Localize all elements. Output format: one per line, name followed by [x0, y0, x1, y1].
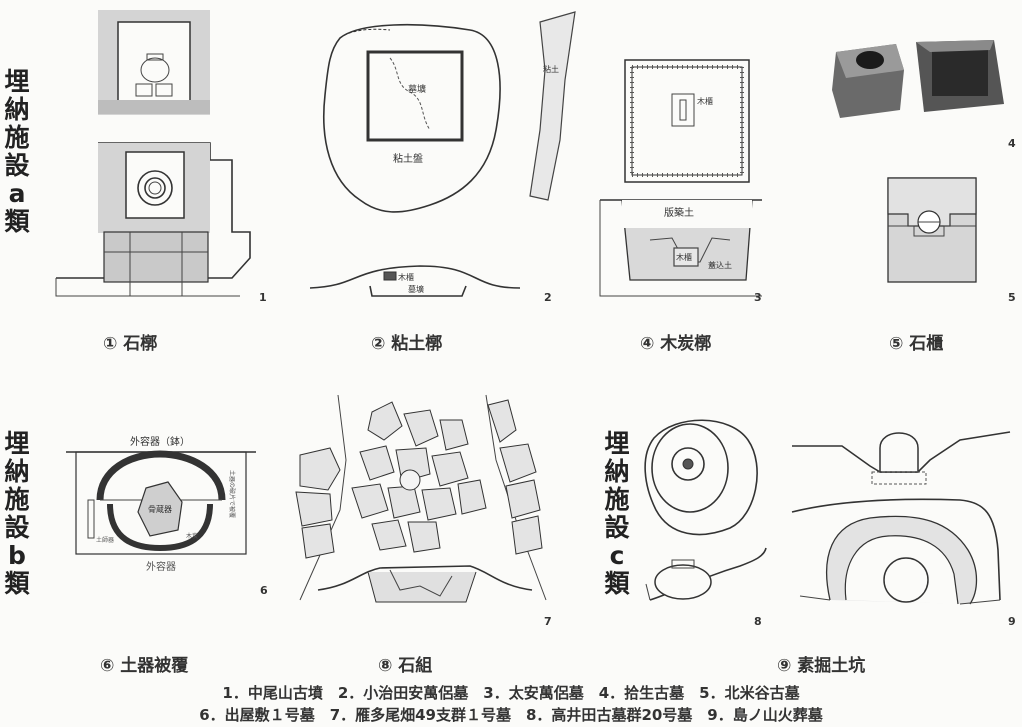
fig6-label-side: 土器の破片で被覆 — [228, 470, 236, 518]
fig6-label-small2: 木炭 — [186, 532, 198, 540]
caption-unlined-pit: ⑨ 素掘土坑 — [777, 656, 866, 676]
fig2-clay-chamber: 墓壙 粘土盤 粘土 木櫃 墓壙 — [309, 11, 576, 297]
caption-pottery-covered: ⑥ 土器被覆 — [100, 656, 189, 676]
fig6-pottery-covered: 外容器（鉢） 骨蔵器 外容器 土器の破片で被覆 土師器 木炭 — [66, 435, 256, 573]
fig2-label-mokkan: 木櫃 — [398, 272, 414, 282]
fig3-label-fill2: 蓋込土 — [708, 260, 732, 270]
credits-line-2: 6．出屋敷１号墓 7．雁多尾畑49支群１号墓 8．高井田古墓群20号墓 9．島ノ… — [199, 706, 823, 724]
fig2-label-bokou: 墓壙 — [408, 83, 426, 95]
credits-line-1: 1．中尾山古墳 2．小治田安萬侶墓 3．太安萬侶墓 4．拾生古墓 5．北米谷古墓 — [222, 684, 800, 702]
figure-number-1: 1 — [259, 291, 267, 304]
fig8-stone-group — [644, 419, 767, 601]
caption-stone-chamber: ① 石槨 — [103, 334, 158, 354]
figure-number-4: 4 — [1008, 137, 1016, 150]
fig6-label-inner: 骨蔵器 — [148, 504, 172, 514]
fig2-label-bokou2: 墓壙 — [408, 284, 424, 294]
figure-number-5: 5 — [1008, 291, 1016, 304]
fig6-label-outer-lid: 外容器（鉢） — [130, 435, 190, 448]
caption-stone-group: ⑧ 石組 — [378, 656, 433, 676]
caption-clay-chamber: ② 粘土槨 — [371, 334, 443, 354]
figure-number-9: 9 — [1008, 615, 1016, 628]
fig5-stone-casket — [887, 177, 977, 283]
figure-number-7: 7 — [544, 615, 552, 628]
figure-number-8: 8 — [754, 615, 762, 628]
fig3-label-fill1: 版築土 — [664, 206, 694, 219]
fig3-charcoal-chamber: 木櫃 版築土 木櫃 蓋込土 — [599, 59, 762, 297]
fig3-label-mokkan2: 木櫃 — [676, 252, 692, 262]
fig2-label-side: 粘土 — [543, 64, 559, 74]
fig7-stone-arrangement — [295, 394, 547, 603]
fig3-label-mokkan: 木櫃 — [697, 96, 713, 106]
fig2-label-nendoban: 粘土盤 — [393, 152, 423, 165]
fig9-unlined-pit — [791, 431, 1011, 605]
figure-number-2: 2 — [544, 291, 552, 304]
figure-number-3: 3 — [754, 291, 762, 304]
fig1-stone-chamber — [55, 10, 251, 297]
fig6-label-outer-bottom: 外容器 — [146, 560, 176, 573]
fig6-label-small1: 土師器 — [96, 536, 114, 544]
caption-charcoal-chamber: ④ 木炭槨 — [640, 334, 712, 354]
caption-stone-casket: ⑤ 石櫃 — [889, 334, 944, 354]
fig4-stone-box-photo — [832, 40, 1004, 118]
figure-number-6: 6 — [260, 584, 268, 597]
